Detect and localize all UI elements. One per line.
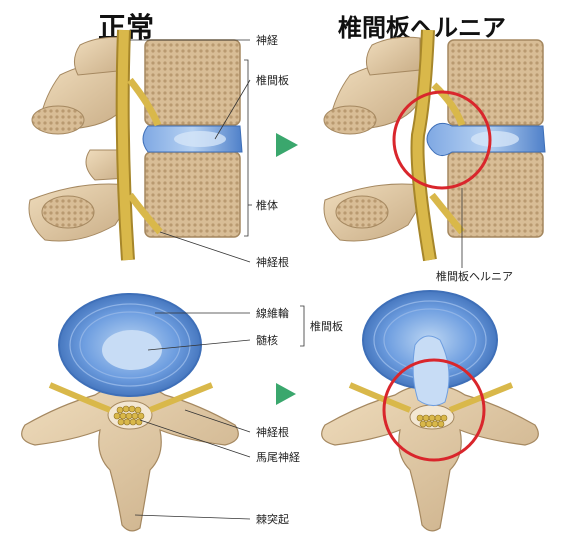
label-nerve-root-bottom: 神経根 <box>256 425 289 439</box>
normal-side-view <box>28 29 243 261</box>
label-disc-group: 椎間板 <box>310 319 343 333</box>
herniated-axial-view <box>321 290 539 532</box>
hernia-highlight-bottom-icon <box>382 358 486 462</box>
transition-arrow-top-icon <box>276 133 298 157</box>
normal-axial-leaders <box>134 305 305 520</box>
label-spinous-process: 棘突起 <box>256 512 289 526</box>
hernia-highlight-top-icon <box>392 90 492 190</box>
label-cauda-equina: 馬尾神経 <box>256 450 300 464</box>
normal-side-leaders <box>130 39 252 263</box>
label-annulus: 線維輪 <box>256 306 289 320</box>
label-disc: 椎間板 <box>256 73 289 87</box>
herniated-side-view <box>323 29 546 262</box>
label-hernia: 椎間板ヘルニア <box>436 269 513 283</box>
transition-arrow-bottom-icon <box>276 383 296 405</box>
label-nucleus: 髄核 <box>256 333 278 347</box>
label-nerve-root: 神経根 <box>256 255 289 269</box>
label-vertebral-body: 椎体 <box>256 198 278 212</box>
normal-axial-view <box>21 293 239 532</box>
label-nerve: 神経 <box>256 33 278 47</box>
